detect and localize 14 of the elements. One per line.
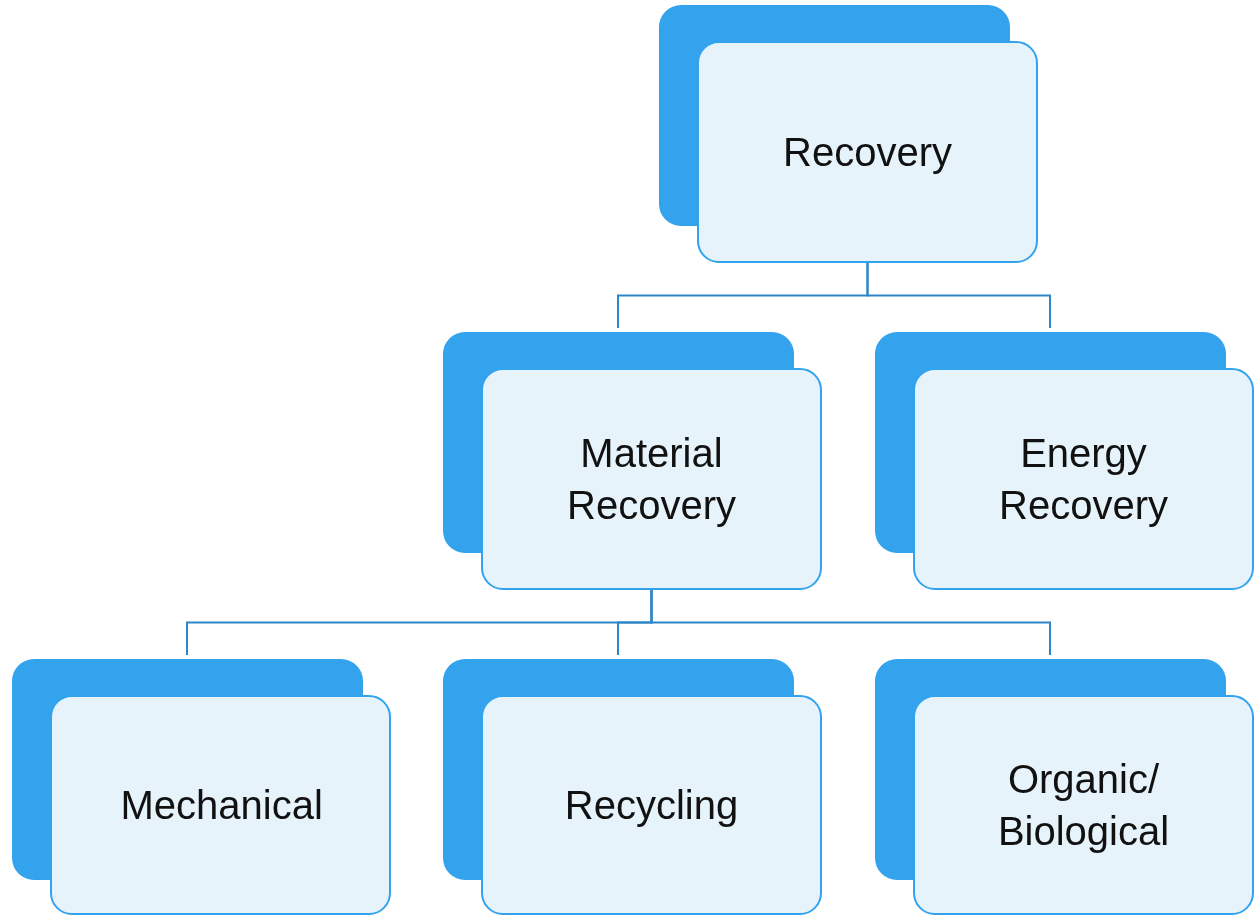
connector-line bbox=[650, 589, 1051, 656]
node-card bbox=[913, 695, 1254, 915]
node-label: Energy Recovery bbox=[998, 430, 1169, 529]
node-label: Recycling bbox=[564, 782, 739, 829]
node-card bbox=[481, 695, 822, 915]
node-label: Recovery bbox=[783, 129, 952, 176]
node-card bbox=[481, 368, 822, 590]
node-card bbox=[913, 368, 1254, 590]
node-card bbox=[697, 41, 1038, 263]
node-label: Material Recovery bbox=[566, 430, 737, 529]
node-label: Mechanical bbox=[120, 782, 321, 829]
node-label: Organic/ Biological bbox=[996, 756, 1171, 855]
node-card bbox=[50, 695, 391, 915]
connector-line bbox=[866, 262, 1051, 329]
